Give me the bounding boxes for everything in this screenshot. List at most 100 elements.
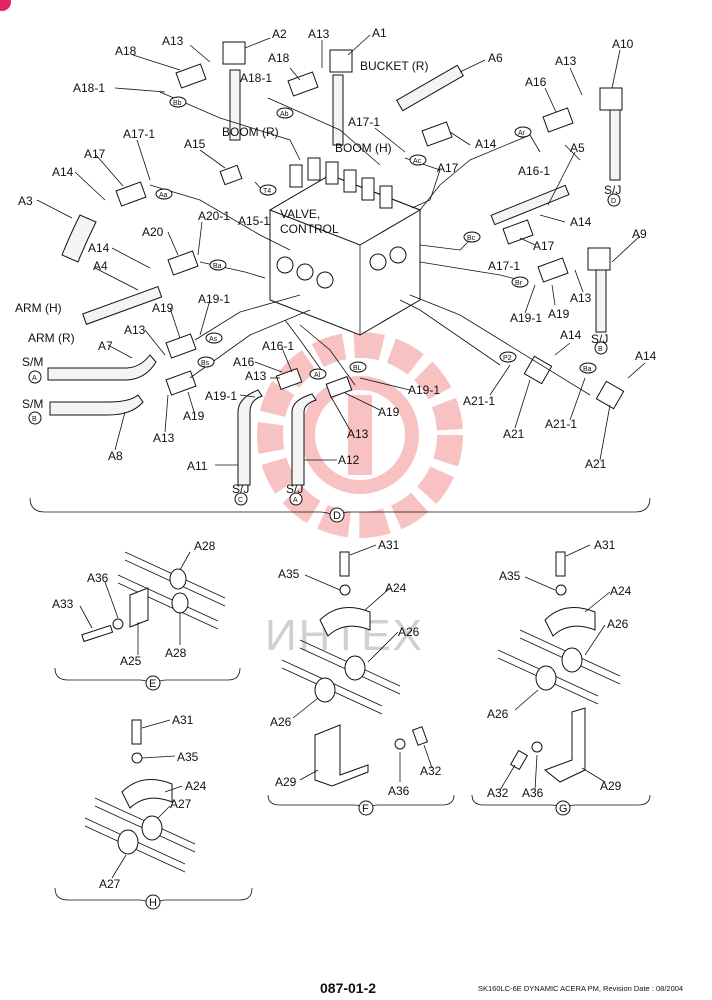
label-a36-g: A36	[522, 786, 544, 800]
bubble-ba: Ba	[213, 263, 222, 270]
label-a24-h: A24	[185, 779, 207, 793]
page-number: 087-01-2	[320, 980, 376, 996]
section-circle-e	[145, 675, 161, 691]
label-a17-1-top: A17-1	[348, 115, 380, 129]
circle-letters: D B A B C A	[28, 193, 621, 506]
label-a19-1-right: A19-1	[510, 311, 542, 325]
label-a28-bottom: A28	[165, 646, 187, 660]
bubble-bs: Bs	[201, 360, 210, 367]
circle-letter-b-left: B	[32, 416, 37, 423]
label-a9: A9	[632, 227, 647, 241]
label-a15: A15	[184, 137, 206, 151]
watermark-logo	[257, 332, 463, 538]
label-a28-top: A28	[194, 539, 216, 553]
label-a6: A6	[488, 51, 503, 65]
bubble-ar: Ar	[518, 130, 526, 137]
label-a31-h: A31	[172, 713, 194, 727]
fittings	[115, 41, 625, 410]
section-label-g: G	[559, 803, 568, 815]
label-sj-a: S/J	[286, 482, 303, 496]
label-sm-b: S/M	[22, 397, 43, 411]
label-a13-center: A13	[245, 369, 267, 383]
label-a36-e: A36	[87, 571, 109, 585]
subassembly-e	[79, 551, 226, 655]
label-a12: A12	[338, 453, 360, 467]
bubble-ab: Ab	[280, 111, 289, 118]
label-a20-1: A20-1	[198, 209, 230, 223]
label-a14-p2: A14	[560, 328, 582, 342]
bubble-bc: Bc	[467, 235, 476, 242]
subassembly-f	[281, 544, 433, 787]
label-a8: A8	[108, 449, 123, 463]
label-a21-right: A21	[585, 457, 607, 471]
label-a14-left: A14	[52, 165, 74, 179]
label-a21-1-right: A21-1	[545, 417, 577, 431]
section-circle-d	[329, 507, 345, 523]
label-a17-1-left: A17-1	[123, 127, 155, 141]
label-a7: A7	[98, 339, 113, 353]
label-a16-right: A16	[525, 75, 547, 89]
label-a33: A33	[52, 597, 74, 611]
bubble-t4: T4	[263, 188, 271, 195]
bubble-aa: Aa	[159, 192, 168, 199]
label-a27-h-bottom: A27	[99, 877, 121, 891]
label-a19-1-mid: A19-1	[198, 292, 230, 306]
label-a10: A10	[612, 37, 634, 51]
bubble-ac: Ac	[413, 158, 422, 165]
bubble-ba-right: Ba	[583, 366, 592, 373]
label-a5: A5	[570, 141, 585, 155]
circle-letter-b-right: B	[598, 346, 603, 353]
label-a2: A2	[272, 27, 287, 41]
label-a18-1-mid: A18-1	[240, 71, 272, 85]
fitting-a15	[219, 164, 243, 186]
label-a31-f: A31	[378, 538, 400, 552]
bubble-bl: BL	[353, 365, 362, 372]
section-circle-h	[145, 894, 161, 910]
label-valve: VALVE,	[280, 207, 320, 221]
label-a19-center: A19	[378, 405, 400, 419]
label-a26-f-left: A26	[270, 715, 292, 729]
label-bucket-r: BUCKET (R)	[360, 59, 428, 73]
leader-lines	[36, 34, 646, 466]
label-a27-h-top: A27	[170, 797, 192, 811]
label-a29-f: A29	[275, 775, 297, 789]
section-label-d: D	[333, 510, 341, 522]
label-a17-right: A17	[533, 239, 555, 253]
label-a11: A11	[187, 459, 208, 473]
label-a13-mid-right: A13	[570, 291, 592, 305]
footer-caption: SK160LC-6E DYNAMIC ACERA PM, Revision Da…	[478, 984, 683, 993]
label-a26-g-left: A26	[487, 707, 509, 721]
label-a13-mid: A13	[308, 27, 330, 41]
label-a26-f-right: A26	[398, 625, 420, 639]
circle-letter-a-left: A	[32, 375, 37, 382]
label-arm-r: ARM (R)	[28, 331, 75, 345]
label-a13-top: A13	[162, 34, 184, 48]
label-a29-g: A29	[600, 779, 622, 793]
label-a16-1-mid: A16-1	[262, 339, 294, 353]
label-a16-1-right: A16-1	[518, 164, 550, 178]
label-a25: A25	[120, 654, 142, 668]
circle-letter-c: C	[238, 497, 243, 504]
section-circle-g	[555, 800, 571, 816]
label-a1: A1	[372, 26, 387, 40]
bubble-al: Al	[314, 372, 321, 379]
label-a19-1-center: A19-1	[408, 383, 440, 397]
port-bubbles: Bb Ab Ac Ar Aa Ba Bc Br As Bs Al BL P2 B…	[155, 96, 597, 380]
label-a24-g: A24	[610, 584, 632, 598]
label-a35-g: A35	[499, 569, 521, 583]
label-a17-top: A17	[437, 161, 459, 175]
bubble-bb: Bb	[173, 100, 182, 107]
label-a14-far: A14	[635, 349, 657, 363]
label-arm-h: ARM (H)	[15, 301, 62, 315]
label-a13-right: A13	[555, 54, 577, 68]
label-a21-1-left: A21-1	[463, 394, 495, 408]
section-circle-f	[358, 800, 374, 816]
label-a16-mid: A16	[233, 355, 255, 369]
bubble-p2: P2	[503, 355, 512, 362]
tube-lines	[149, 91, 591, 396]
label-a13-left: A13	[124, 323, 146, 337]
label-a14-right: A14	[570, 215, 592, 229]
label-a14-mid-left: A14	[88, 241, 110, 255]
label-a24-f: A24	[385, 581, 407, 595]
